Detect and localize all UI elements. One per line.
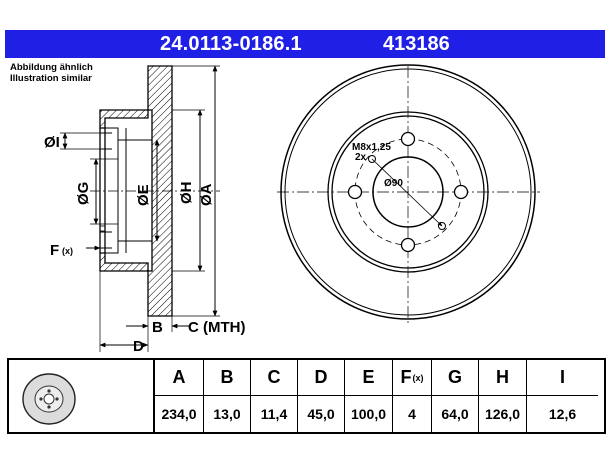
label-bolt: M8x1,25	[352, 142, 391, 153]
front-view: M8x1,25 2x Ø90	[277, 64, 540, 324]
hat-upper-wall	[99, 109, 149, 129]
note-line-de: Abbildung ähnlich	[10, 62, 93, 73]
column-value-E: 100,0	[345, 396, 393, 432]
bolt-hole-top	[400, 131, 416, 147]
column-value-D: 45,0	[298, 396, 345, 432]
bolt-hole-left	[347, 184, 363, 200]
column-header-H: H	[479, 360, 527, 396]
note-line-en: Illustration similar	[10, 73, 92, 84]
hat-edge	[331, 115, 485, 269]
bolt-hole-right	[453, 184, 469, 200]
label-I: ØI	[44, 134, 60, 151]
column-header-D: D	[298, 360, 345, 396]
column-header-E: E	[345, 360, 393, 396]
section-view: ØI ØG ØE ØH ØA F (x) B C (MTH) D	[44, 65, 245, 355]
hub-plate	[99, 128, 106, 253]
column-value-F: 4	[393, 396, 432, 432]
article-code: 413186	[383, 33, 450, 55]
column-header-G: G	[432, 360, 479, 396]
column-value-C: 11,4	[251, 396, 298, 432]
illustration-note: Abbildung ähnlich Illustration similar	[10, 62, 93, 84]
label-F-sub: (x)	[62, 246, 73, 256]
column-header-A: A	[155, 360, 204, 396]
hub-steps	[105, 127, 152, 254]
label-H: ØH	[178, 182, 195, 205]
column-header-F: F(x)	[393, 360, 432, 396]
disc-chamfer	[284, 68, 532, 316]
bolt-hole	[100, 132, 112, 249]
column-header-I: I	[527, 360, 598, 396]
column-header-C: C	[251, 360, 298, 396]
label-F: F	[50, 242, 59, 259]
column-value-H: 126,0	[479, 396, 527, 432]
column-value-A: 234,0	[155, 396, 204, 432]
center-bore	[372, 156, 444, 228]
column-value-B: 13,0	[204, 396, 251, 432]
label-E: ØE	[135, 184, 152, 206]
label-C: C (MTH)	[188, 319, 245, 336]
column-header-B: B	[204, 360, 251, 396]
label-pcd: Ø90	[384, 178, 403, 189]
label-A: ØA	[198, 183, 215, 206]
column-value-I: 12,6	[548, 406, 577, 422]
hat-lower-wall	[99, 252, 149, 272]
thumbnail-cell	[9, 360, 155, 432]
disc-thumbnail-icon	[22, 373, 76, 425]
label-bolt-count: 2x	[355, 152, 367, 163]
friction-inner-edge	[327, 111, 489, 273]
part-number: 24.0113-0186.1	[160, 33, 302, 55]
title-banner: 24.0113-0186.1 413186	[5, 30, 605, 58]
label-B: B	[152, 319, 163, 336]
bolt-hole-bottom	[400, 237, 416, 253]
disc-outer-edge	[280, 64, 536, 320]
label-G: ØG	[75, 182, 92, 205]
column-value-G: 64,0	[432, 396, 479, 432]
label-D: D	[133, 338, 144, 355]
